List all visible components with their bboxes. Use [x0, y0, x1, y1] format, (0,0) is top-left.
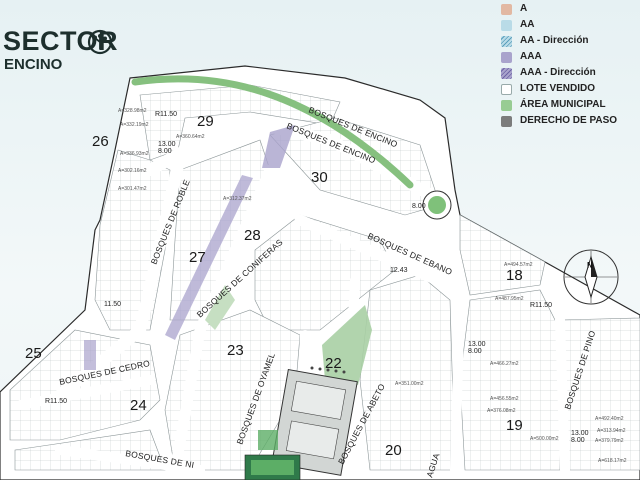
legend-item-aaa-direccion: AAA - Dirección: [501, 67, 640, 81]
lot-area-label: A=328.98m2: [118, 108, 147, 114]
dimension-labels: R11.50 13.00 8.00 11.50 R11.50 R11.50 13…: [45, 111, 589, 444]
block-label: 24: [130, 397, 147, 414]
right-of-way-strip-2: [262, 125, 295, 168]
lot-area-label: A=492.40m2: [595, 416, 624, 422]
lot-area-label: A=379.79m2: [595, 438, 624, 444]
dimension-label: 8.00: [468, 348, 482, 355]
dimension-label: 12.43: [390, 267, 408, 274]
block-label: 26: [92, 133, 109, 150]
legend-swatch: [501, 4, 512, 15]
lot-area-label: A=494.57m2: [504, 262, 533, 268]
lot-area-label: A=466.27m2: [490, 361, 519, 367]
dimension-label: 13.00: [571, 430, 589, 437]
legend-swatch: [501, 116, 512, 127]
municipal-green-strip: [131, 75, 414, 189]
legend-item-area-municipal: ÁREA MUNICIPAL: [501, 99, 640, 113]
block-label: 20: [385, 442, 402, 459]
dimension-label: 13.00: [468, 341, 486, 348]
municipal-area-central: [322, 305, 372, 385]
roundabout-green: [428, 196, 446, 214]
block-label: 28: [244, 227, 261, 244]
legend-item-a: A: [501, 3, 640, 17]
compass-north-icon: N: [563, 249, 619, 305]
lot-area-labels: A=328.98m2 A=332.19m2 A=336.93m2 A=302.1…: [118, 108, 627, 464]
legend-swatch: [501, 36, 512, 47]
lot-area-label: A=336.93m2: [120, 151, 149, 157]
lot-area-label: A=376.08m2: [487, 408, 516, 414]
dimension-label: 8.00: [412, 203, 426, 210]
legend-label: LOTE VENDIDO: [520, 83, 596, 94]
legend-label: DERECHO DE PASO: [520, 115, 618, 126]
small-row-strip: [84, 340, 96, 370]
legend-item-aa-direccion: AA - Dirección: [501, 35, 640, 49]
lot-area-label: A=487.95m2: [495, 296, 524, 302]
lot-area-label: A=351.00m2: [395, 381, 424, 387]
legend-label: AA: [520, 19, 535, 30]
block-label: 19: [506, 417, 523, 434]
legend-swatch: [501, 20, 512, 31]
dimension-label: R11.50: [530, 302, 552, 309]
legend-label: ÁREA MUNICIPAL: [520, 99, 606, 110]
block-label: 29: [197, 113, 214, 130]
lot-area-label: A=618.17m2: [598, 458, 627, 464]
municipal-area-west: [205, 285, 235, 330]
legend-label: A: [520, 3, 528, 14]
block-label: 23: [227, 342, 244, 359]
lot-area-label: A=332.19m2: [120, 122, 149, 128]
block-label: 25: [25, 345, 42, 362]
page-subtitle: ENCINO: [4, 56, 63, 73]
dimension-label: R11.50: [45, 398, 67, 405]
block-label: 22: [325, 355, 342, 372]
amenity-building-complex: [244, 366, 358, 480]
legend-item-lote-vendido: LOTE VENDIDO: [501, 83, 640, 97]
lot-area-label: A=312.37m2: [223, 196, 252, 202]
legend-swatch: [501, 84, 512, 95]
legend-label: AAA: [520, 51, 542, 62]
legend-item-aaa: AAA: [501, 51, 640, 65]
legend-swatch: [501, 52, 512, 63]
legend-label: AAA - Dirección: [520, 67, 596, 78]
tree-leaf-icon: [87, 29, 113, 55]
legend-label: AA - Dirección: [520, 35, 589, 46]
block-label: 27: [189, 249, 206, 266]
dimension-label: 8.00: [571, 437, 585, 444]
block-label: 30: [311, 169, 328, 186]
compass-north-label: N: [587, 261, 593, 270]
lot-area-label: A=301.47m2: [118, 186, 147, 192]
block-label: 18: [506, 267, 523, 284]
right-of-way-strip: [165, 175, 253, 340]
legend-item-aa: AA: [501, 19, 640, 33]
legend-swatch: [501, 68, 512, 79]
block-numbers: 29 26 30 28 27 18 25 23 22 24 20 19: [25, 113, 523, 459]
dimension-label: 11.50: [104, 301, 121, 308]
dimension-label: R11.50: [155, 111, 177, 118]
lot-area-label: A=313.94m2: [597, 428, 626, 434]
lot-area-label: A=500.00m2: [530, 436, 559, 442]
lot-area-label: A=456.55m2: [490, 396, 519, 402]
dimension-label: 8.00: [158, 148, 172, 155]
legend-item-derecho-de-paso: DERECHO DE PASO: [501, 115, 640, 129]
lot-area-label: A=360.64m2: [176, 134, 205, 140]
dimension-label: 13.00: [158, 141, 176, 148]
lot-area-label: A=302.16m2: [118, 168, 147, 174]
legend-swatch: [501, 100, 512, 111]
